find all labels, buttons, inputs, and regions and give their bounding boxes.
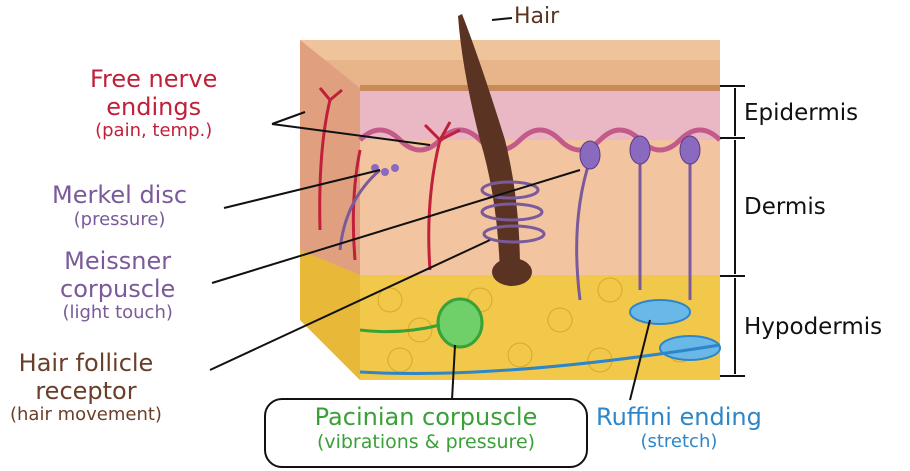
meissner-subtitle: (light touch) xyxy=(60,303,175,324)
merkel-label: Merkel disc (pressure) xyxy=(52,182,187,230)
free-nerve-title-2: endings xyxy=(90,94,217,122)
follicle-title-2: receptor xyxy=(10,378,162,406)
dermis-label: Dermis xyxy=(744,194,826,220)
hair-follicle-label: Hair follicle receptor (hair movement) xyxy=(10,350,162,426)
free-nerve-title-1: Free nerve xyxy=(90,66,217,94)
free-nerve-label: Free nerve endings (pain, temp.) xyxy=(90,66,217,142)
ruffini-title: Ruffini ending xyxy=(596,404,762,432)
pacinian-subtitle: (vibrations & pressure) xyxy=(264,432,588,454)
ruffini-subtitle: (stretch) xyxy=(596,432,762,453)
hypodermis-layer xyxy=(360,275,720,380)
pacinian-label: Pacinian corpuscle (vibrations & pressur… xyxy=(264,404,588,453)
meissner-title-1: Meissner xyxy=(60,248,175,276)
layer-brackets xyxy=(720,86,745,376)
hair-bulb xyxy=(492,258,532,286)
pacinian-title: Pacinian corpuscle xyxy=(264,404,588,432)
ruffini-label: Ruffini ending (stretch) xyxy=(596,404,762,452)
free-nerve-subtitle: (pain, temp.) xyxy=(90,121,217,142)
merkel-title: Merkel disc xyxy=(52,182,187,210)
hypodermis-label: Hypodermis xyxy=(744,314,882,340)
meissner-label: Meissner corpuscle (light touch) xyxy=(60,248,175,324)
skin-top-face xyxy=(300,40,720,60)
meissner-title-2: corpuscle xyxy=(60,276,175,304)
pacinian-corpuscle xyxy=(438,299,482,347)
merkel-subtitle: (pressure) xyxy=(52,210,187,231)
epidermis-label: Epidermis xyxy=(744,100,858,126)
follicle-title-1: Hair follicle xyxy=(10,350,162,378)
hair-label: Hair xyxy=(514,4,559,29)
follicle-subtitle: (hair movement) xyxy=(10,405,162,426)
